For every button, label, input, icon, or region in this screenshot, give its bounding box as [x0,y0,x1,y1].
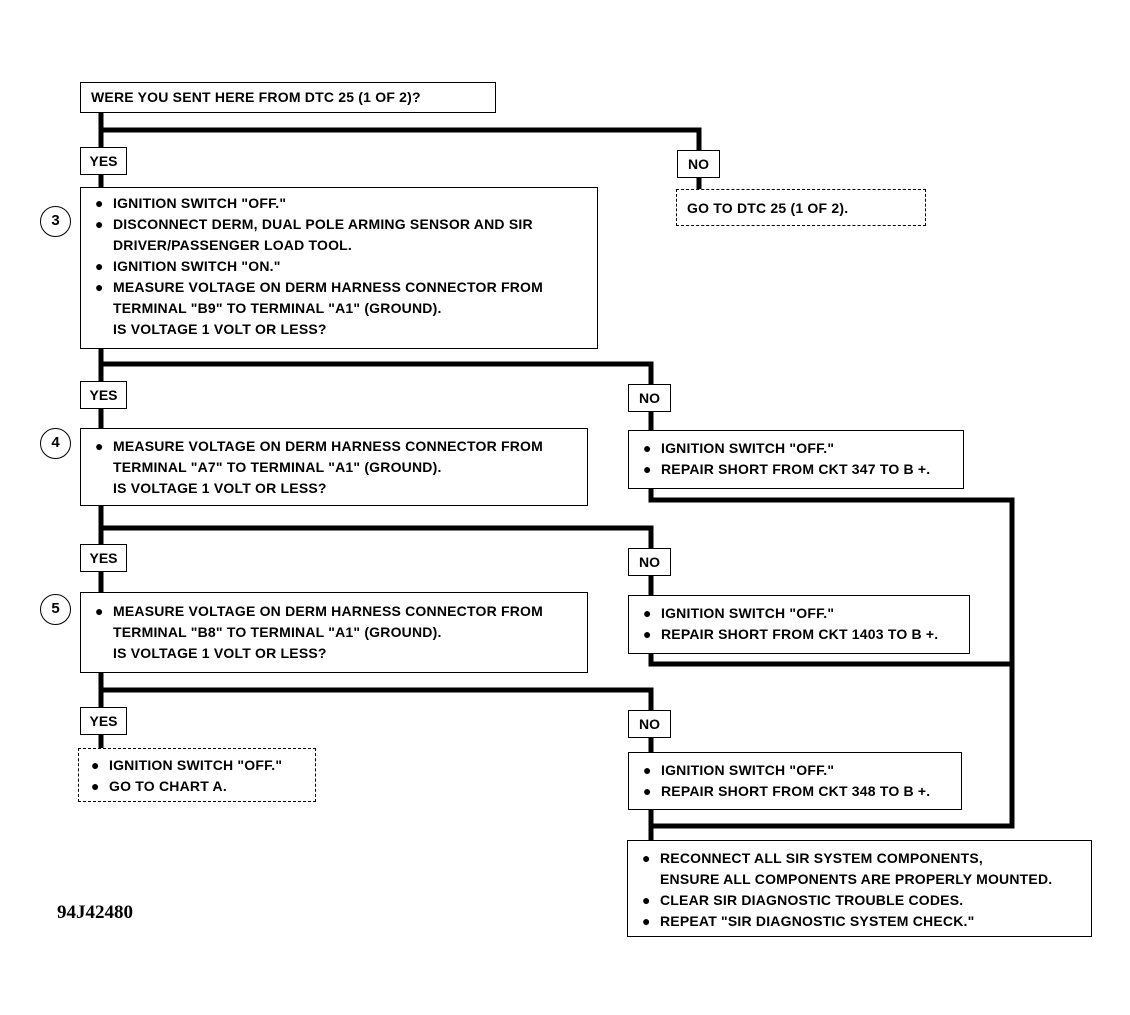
final-item-2-text: CLEAR SIR DIAGNOSTIC TROUBLE CODES. [660,892,964,908]
bullet-icon: ● [642,850,651,866]
repair-347-box: ● IGNITION SWITCH "OFF." ● REPAIR SHORT FR… [628,430,964,489]
no-label-4: NO [628,710,671,738]
final-item-1-text: RECONNECT ALL SIR SYSTEM COMPONENTS, [660,850,983,866]
step3-item-1: ● IGNITION SWITCH "OFF." [89,193,589,214]
step3-item-4-cont: TERMINAL "B9" TO TERMINAL "A1" (GROUND). [113,300,442,316]
goto-chart-a-item-1: ● IGNITION SWITCH "OFF." [85,755,307,776]
figure-id: 94J42480 [57,902,133,923]
no-label-3: NO [628,548,671,576]
step5-question: IS VOLTAGE 1 VOLT OR LESS? [113,645,327,661]
step4-item-cont: TERMINAL "A7" TO TERMINAL "A1" (GROUND). [113,459,442,475]
repair-348-item-1: ● IGNITION SWITCH "OFF." [637,760,953,781]
goto-chart-a-item-2-text: GO TO CHART A. [109,778,227,794]
step3-item-4-text: MEASURE VOLTAGE ON DERM HARNESS CONNECTO… [113,279,543,295]
goto-dtc25-text: GO TO DTC 25 (1 OF 2). [687,200,849,216]
bullet-icon: ● [95,195,104,211]
repair-1403-item-2: ● REPAIR SHORT FROM CKT 1403 TO B +. [637,624,961,645]
repair-1403-item-2-text: REPAIR SHORT FROM CKT 1403 TO B +. [661,626,939,642]
bullet-icon: ● [642,913,651,929]
step5-item-text: MEASURE VOLTAGE ON DERM HARNESS CONNECTO… [113,603,543,619]
step3-item-3-text: IGNITION SWITCH "ON." [113,258,281,274]
step4-item-text: MEASURE VOLTAGE ON DERM HARNESS CONNECTO… [113,438,543,454]
step5-box: ● MEASURE VOLTAGE ON DERM HARNESS CONNECT… [80,592,588,673]
goto-chart-a-box: ● IGNITION SWITCH "OFF." ● GO TO CHART A. [78,748,316,802]
step-number-4: 4 [40,428,71,459]
repair-1403-box: ● IGNITION SWITCH "OFF." ● REPAIR SHORT FR… [628,595,970,654]
step4-question: IS VOLTAGE 1 VOLT OR LESS? [113,480,327,496]
repair-1403-item-1: ● IGNITION SWITCH "OFF." [637,603,961,624]
bullet-icon: ● [643,440,652,456]
step5-item-cont: TERMINAL "B8" TO TERMINAL "A1" (GROUND). [113,624,442,640]
yes-label-4: YES [80,707,127,735]
question-text: WERE YOU SENT HERE FROM DTC 25 (1 OF 2)? [91,89,421,105]
final-item-3-text: REPEAT "SIR DIAGNOSTIC SYSTEM CHECK." [660,913,975,929]
bullet-icon: ● [95,216,104,232]
repair-348-item-2: ● REPAIR SHORT FROM CKT 348 TO B +. [637,781,953,802]
bullet-icon: ● [643,783,652,799]
yes-label-2: YES [80,381,127,409]
step-number-3: 3 [40,206,71,237]
final-item-1-cont: ENSURE ALL COMPONENTS ARE PROPERLY MOUNT… [660,871,1053,887]
bullet-icon: ● [95,438,104,454]
step3-item-2-cont: DRIVER/PASSENGER LOAD TOOL. [113,237,353,253]
step4-item: ● MEASURE VOLTAGE ON DERM HARNESS CONNECT… [89,436,579,457]
bullet-icon: ● [643,762,652,778]
repair-347-item-2: ● REPAIR SHORT FROM CKT 347 TO B +. [637,459,955,480]
repair-348-item-2-text: REPAIR SHORT FROM CKT 348 TO B +. [661,783,931,799]
goto-dtc25-box: GO TO DTC 25 (1 OF 2). [676,189,926,226]
bullet-icon: ● [643,605,652,621]
step-number-5: 5 [40,594,71,625]
question-box: WERE YOU SENT HERE FROM DTC 25 (1 OF 2)? [80,82,496,113]
step3-box: ● IGNITION SWITCH "OFF." ● DISCONNECT DERM… [80,187,598,349]
final-steps-box: ● RECONNECT ALL SIR SYSTEM COMPONENTS, EN… [627,840,1092,937]
step3-item-1-text: IGNITION SWITCH "OFF." [113,195,287,211]
step3-item-4: ● MEASURE VOLTAGE ON DERM HARNESS CONNECT… [89,277,589,298]
repair-347-item-1-text: IGNITION SWITCH "OFF." [661,440,835,456]
repair-1403-item-1-text: IGNITION SWITCH "OFF." [661,605,835,621]
repair-348-box: ● IGNITION SWITCH "OFF." ● REPAIR SHORT FR… [628,752,962,810]
bullet-icon: ● [91,778,100,794]
step3-item-2-text: DISCONNECT DERM, DUAL POLE ARMING SENSOR… [113,216,533,232]
yes-label-3: YES [80,544,127,572]
goto-chart-a-item-2: ● GO TO CHART A. [85,776,307,797]
no-label-1: NO [677,150,720,178]
bullet-icon: ● [643,626,652,642]
bullet-icon: ● [95,603,104,619]
goto-chart-a-item-1-text: IGNITION SWITCH "OFF." [109,757,283,773]
step3-item-2: ● DISCONNECT DERM, DUAL POLE ARMING SENSO… [89,214,589,235]
bullet-icon: ● [95,258,104,274]
final-item-2: ● CLEAR SIR DIAGNOSTIC TROUBLE CODES. [636,890,1083,911]
no-label-2: NO [628,384,671,412]
step4-box: ● MEASURE VOLTAGE ON DERM HARNESS CONNECT… [80,428,588,506]
step5-item: ● MEASURE VOLTAGE ON DERM HARNESS CONNECT… [89,601,579,622]
bullet-icon: ● [95,279,104,295]
repair-348-item-1-text: IGNITION SWITCH "OFF." [661,762,835,778]
yes-label-1: YES [80,147,127,175]
bullet-icon: ● [91,757,100,773]
step3-question: IS VOLTAGE 1 VOLT OR LESS? [113,321,327,337]
bullet-icon: ● [642,892,651,908]
step3-item-3: ● IGNITION SWITCH "ON." [89,256,589,277]
bullet-icon: ● [643,461,652,477]
final-item-1: ● RECONNECT ALL SIR SYSTEM COMPONENTS, [636,848,1083,869]
repair-347-item-2-text: REPAIR SHORT FROM CKT 347 TO B +. [661,461,931,477]
repair-347-item-1: ● IGNITION SWITCH "OFF." [637,438,955,459]
final-item-3: ● REPEAT "SIR DIAGNOSTIC SYSTEM CHECK." [636,911,1083,932]
